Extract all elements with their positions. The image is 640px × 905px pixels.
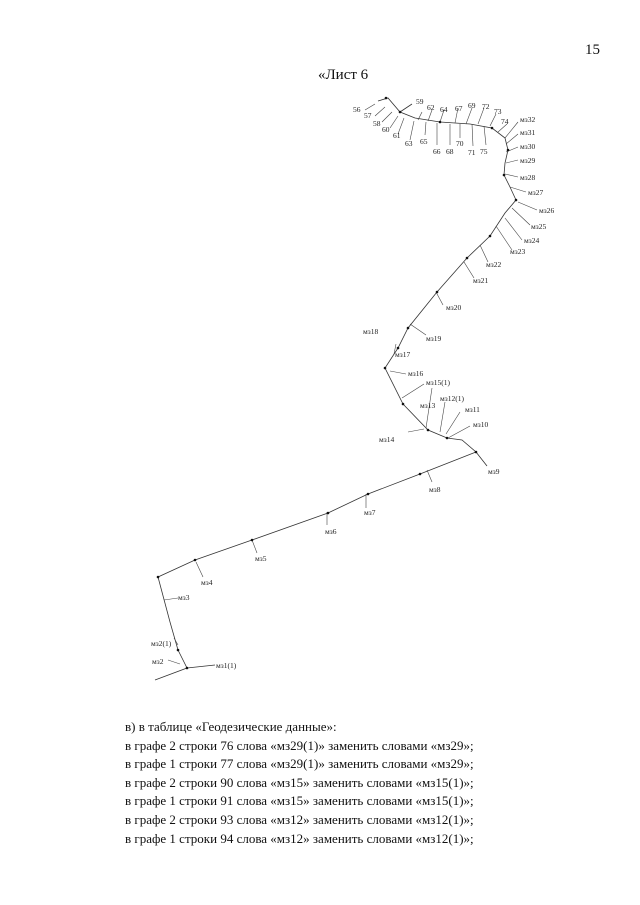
label-mz8: мз8 [429,485,441,494]
label-mz20: мз20 [446,303,461,312]
label-64: 64 [440,105,448,114]
page-number: 15 [585,42,600,58]
label-71: 71 [468,148,476,157]
label-mz6: мз6 [325,527,337,536]
label-mz4: мз4 [201,578,213,587]
label-mz16: мз16 [408,369,423,378]
amendments-intro: в) в таблице «Геодезические данные»: [125,719,337,734]
label-mz2: мз2 [152,657,164,666]
label-mz12-1: мз12(1) [440,394,464,403]
route-line-branch-top [399,103,413,113]
label-mz13: мз13 [420,401,435,410]
label-74: 74 [501,117,509,126]
label-mz21: мз21 [473,276,488,285]
route-vertices [156,96,518,670]
route-line-branch [186,664,216,669]
label-60: 60 [382,125,390,134]
label-68: 68 [446,147,454,156]
label-mz32: мз32 [520,115,535,124]
label-58: 58 [373,119,381,128]
label-mz18: мз18 [363,327,378,336]
label-mz17: мз17 [395,350,410,359]
label-mz14: мз14 [379,435,394,444]
label-mz2-1: мз2(1) [151,639,172,648]
label-72: 72 [482,102,490,111]
label-59: 59 [416,97,424,106]
label-mz29: мз29 [520,156,535,165]
label-57: 57 [364,111,372,120]
route-line [154,97,517,681]
label-mz22: мз22 [486,260,501,269]
tick-marks [163,103,538,665]
label-mz30: мз30 [520,142,535,151]
label-mz28: мз28 [520,173,535,182]
label-mz27: мз27 [528,188,543,197]
amendment-line: в графе 2 строки 93 слова «мз12» заменит… [125,811,474,827]
label-mz11: мз11 [465,405,480,414]
label-75: 75 [480,147,488,156]
label-mz23: мз23 [510,247,525,256]
label-mz24: мз24 [524,236,539,245]
label-mz19: мз19 [426,334,441,343]
amendment-line: в графе 1 строки 91 слова «мз15» заменит… [125,793,474,809]
label-mz10: мз10 [473,420,488,429]
amendments-text: в) в таблице «Геодезические данные»: в г… [125,718,474,848]
label-61: 61 [393,131,401,140]
label-63: 63 [405,139,413,148]
label-mz25: мз25 [531,222,546,231]
label-65: 65 [420,137,428,146]
label-mz1-1: мз1(1) [216,661,237,670]
label-mz26: мз26 [539,206,554,215]
label-mz3: мз3 [178,593,190,602]
label-mz5: мз5 [255,554,267,563]
label-56: 56 [353,105,361,114]
label-mz15-1: мз15(1) [426,378,450,387]
route-line-branch-end [475,451,488,467]
label-67: 67 [455,104,463,113]
amendment-line: в графе 2 строки 90 слова «мз15» заменит… [125,774,474,790]
label-mz9: мз9 [488,467,500,476]
amendment-line: в графе 1 строки 94 слова «мз12» заменит… [125,830,474,846]
label-mz31: мз31 [520,128,535,137]
label-62: 62 [427,103,435,112]
sheet-title: «Лист 6 [318,67,369,83]
label-69: 69 [468,101,476,110]
label-66: 66 [433,147,441,156]
label-mz7: мз7 [364,508,376,517]
label-70: 70 [456,139,464,148]
amendment-line: в графе 1 строки 77 слова «мз29(1)» заме… [125,756,474,772]
label-73: 73 [494,107,502,116]
amendment-line: в графе 2 строки 76 слова «мз29(1)» заме… [125,737,474,753]
